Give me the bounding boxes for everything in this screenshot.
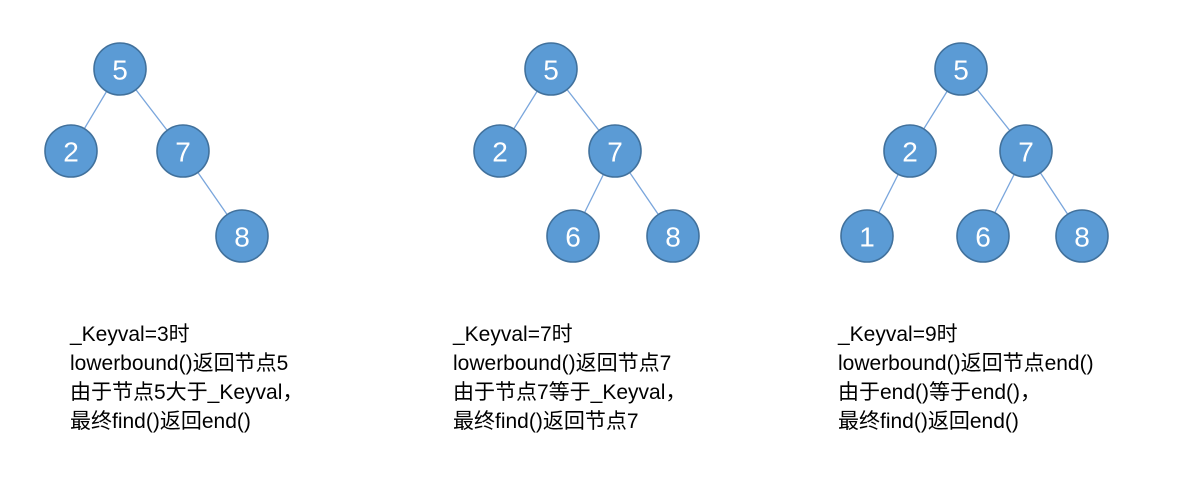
tree-node-label: 1 (859, 222, 875, 253)
caption-line: 最终find()返回节点7 (453, 410, 639, 433)
tree-node-circle (646, 209, 700, 263)
tree-keyval-9-caption: _Keyval=9时 lowerbound()返回节点end() 由于end()等于… (838, 320, 1094, 436)
tree-node-label: 7 (1018, 137, 1034, 168)
caption-line: 由于end()等于end()， (838, 381, 1042, 404)
tree-node-label: 2 (63, 137, 79, 168)
tree-node-circle (524, 42, 578, 96)
tree-node-circle (934, 42, 988, 96)
tree-node-label: 8 (665, 222, 681, 253)
caption-line: _Keyval=9时 (838, 323, 958, 346)
tree-node-label: 7 (607, 137, 623, 168)
caption-line: 由于节点5大于_Keyval， (70, 381, 304, 404)
tree-node-label: 7 (175, 137, 191, 168)
tree-node-label: 5 (953, 55, 969, 86)
caption-line: lowerbound()返回节点end() (838, 352, 1094, 375)
caption-line: _Keyval=3时 (70, 323, 190, 346)
tree-node-circle (215, 209, 269, 263)
caption-line: lowerbound()返回节点5 (70, 352, 289, 375)
tree-node-label: 2 (492, 137, 508, 168)
tree-node-circle (156, 124, 210, 178)
caption-line: lowerbound()返回节点7 (453, 352, 672, 375)
tree-node-circle (956, 209, 1010, 263)
tree-keyval-9: 5 2 7 1 6 8 (840, 42, 1109, 263)
tree-keyval-3: 5 2 7 8 (44, 42, 269, 263)
tree-node-label: 6 (565, 222, 581, 253)
tree-node-circle (473, 124, 527, 178)
tree-node-circle (588, 124, 642, 178)
caption-line: 最终find()返回end() (70, 410, 251, 433)
tree-node-circle (883, 124, 937, 178)
tree-node-label: 6 (975, 222, 991, 253)
tree-node-circle (546, 209, 600, 263)
tree-keyval-7: 5 2 7 6 8 (473, 42, 700, 263)
tree-keyval-7-caption: _Keyval=7时 lowerbound()返回节点7 由于节点7等于_Keyva… (453, 320, 686, 436)
tree-node-label: 8 (234, 222, 250, 253)
caption-line: 最终find()返回end() (838, 410, 1019, 433)
tree-node-label: 5 (112, 55, 128, 86)
tree-node-circle (93, 42, 147, 96)
tree-node-label: 2 (902, 137, 918, 168)
tree-node-circle (999, 124, 1053, 178)
caption-line: 由于节点7等于_Keyval， (453, 381, 687, 404)
tree-node-label: 8 (1074, 222, 1090, 253)
tree-node-circle (1055, 209, 1109, 263)
tree-node-label: 5 (543, 55, 559, 86)
caption-line: _Keyval=7时 (453, 323, 573, 346)
tree-node-circle (44, 124, 98, 178)
tree-node-circle (840, 209, 894, 263)
tree-keyval-3-caption: _Keyval=3时 lowerbound()返回节点5 由于节点5大于_Keyva… (70, 320, 303, 436)
